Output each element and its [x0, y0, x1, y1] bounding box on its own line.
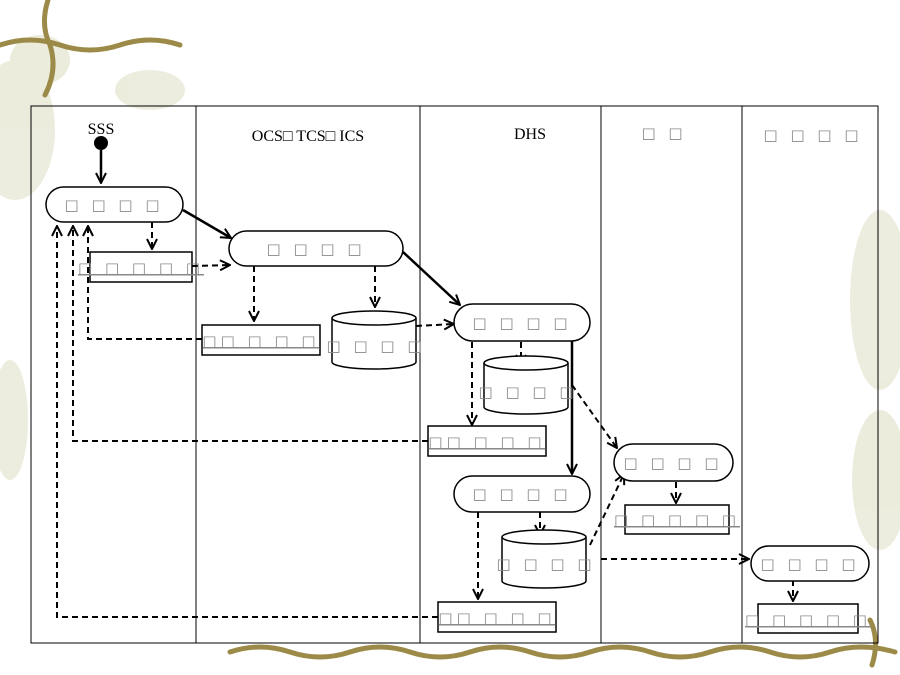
lane-header-dhs: DHS [514, 126, 546, 143]
store-label: □ □ □ □ [479, 383, 578, 401]
activity-node-6 [750, 545, 870, 582]
activity-label: □ □ □ □ [65, 196, 164, 214]
lane-header-ocs: OCS□ TCS□ ICS [252, 128, 364, 145]
object-flow-arrow [191, 265, 230, 266]
activity-node-1 [45, 186, 184, 223]
store-label: □ □ □ □ [327, 337, 426, 355]
object-flow-arrow [571, 384, 617, 448]
object-box-2 [201, 324, 321, 356]
object-box-6 [757, 603, 859, 634]
feedback-flow-arrow [73, 226, 428, 442]
activity-node-2 [228, 230, 404, 267]
feedback-flow-arrow [57, 226, 438, 618]
data-store-2 [483, 355, 569, 415]
data-store-3 [501, 529, 587, 589]
activity-label: □ □ □ □ [624, 454, 723, 472]
lane-header-4: □ □ [641, 124, 686, 142]
leaf-decoration [0, 35, 900, 550]
flow-arrow [402, 251, 460, 305]
activity-node-3 [453, 303, 591, 342]
start-node [94, 136, 108, 150]
feedback-flow-arrow [88, 226, 202, 340]
activity-node-5 [453, 475, 591, 513]
object-box-4 [624, 504, 730, 535]
activity-node-4 [613, 443, 734, 482]
object-label: □□ □ □ □ [438, 609, 555, 627]
store-label: □ □ □ □ [497, 555, 596, 573]
activity-label: □ □ □ □ [267, 240, 366, 258]
data-store-1 [331, 310, 417, 370]
lane-frame [30, 105, 879, 644]
object-label: □□ □ □ □ [202, 332, 319, 350]
object-flow-arrow [415, 324, 454, 326]
lane-header-5: □ □ □ □ [764, 126, 863, 144]
object-label: □ □ □ □ □ [614, 511, 740, 529]
object-label: □□ □ □ □ [428, 433, 545, 451]
activity-label: □ □ □ □ [473, 314, 572, 332]
object-label: □ □ □ □ □ [78, 259, 204, 277]
lane-header-sss: SSS [88, 121, 115, 138]
object-box-1 [89, 251, 193, 283]
object-label: □ □ □ □ □ [745, 611, 871, 629]
activity-label: □ □ □ □ [473, 485, 572, 503]
flow-arrow [182, 208, 231, 238]
activity-label: □ □ □ □ [761, 555, 860, 573]
object-box-3 [427, 425, 547, 457]
object-box-5 [437, 601, 557, 633]
object-flow-arrow [589, 474, 624, 546]
